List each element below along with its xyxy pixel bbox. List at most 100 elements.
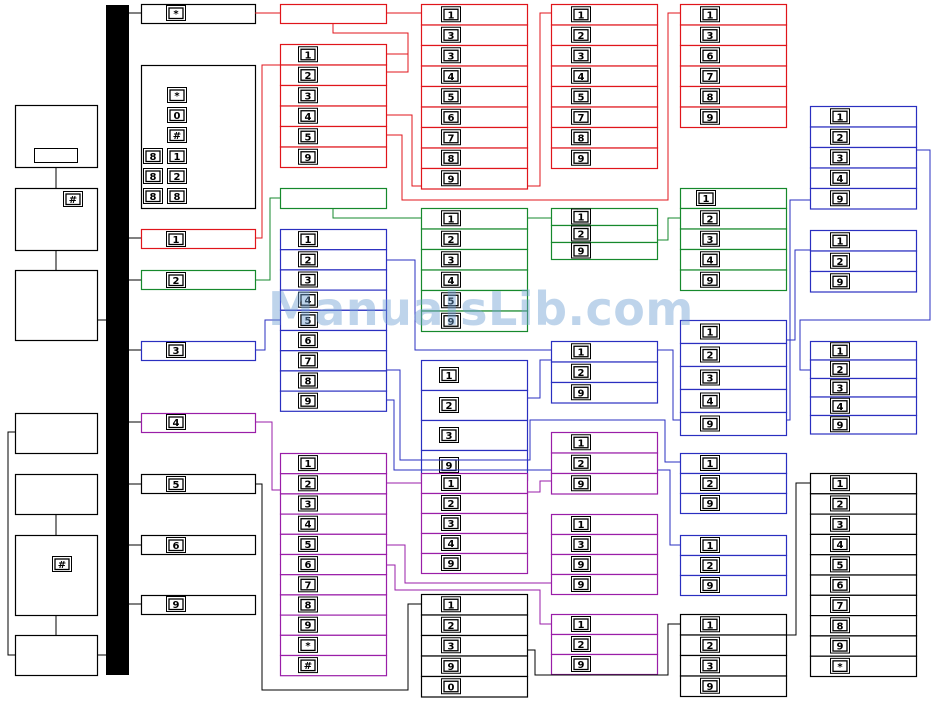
menu-row [279,64,388,87]
menu-row [550,381,659,404]
svg-text:9: 9 [707,499,714,510]
svg-text:0: 0 [448,682,455,693]
digit-3-key-icon: 3 [700,657,720,674]
svg-text:1: 1 [578,438,585,449]
digit-9-key-icon: 9 [571,556,591,572]
menu-row [550,241,659,261]
menu-row [809,126,918,149]
digit-3-key-icon: 3 [441,637,461,654]
svg-text:5: 5 [578,92,585,103]
menu-row [279,289,388,311]
svg-text:*: * [837,662,843,673]
svg-text:9: 9 [173,600,180,611]
digit-5-key-icon: 5 [298,311,318,328]
connector-line [255,319,280,351]
digit-9-key-icon: 9 [700,271,720,288]
digit-2-key-icon: 2 [441,616,461,633]
digit-8-key-icon: 8 [143,148,163,164]
menu-1-box [140,228,257,250]
svg-text:3: 3 [837,153,844,164]
svg-text:7: 7 [578,113,585,124]
svg-text:3: 3 [837,383,844,394]
menu-row [809,146,918,169]
digit-4-key-icon: 4 [166,414,186,430]
svg-text:2: 2 [578,230,585,241]
svg-text:4: 4 [837,540,844,551]
menu-row [809,270,918,293]
menu-row [420,614,529,637]
svg-text:1: 1 [837,112,844,123]
digit-4-key-icon: 4 [830,536,850,553]
svg-text:5: 5 [448,296,455,307]
digit-1-key-icon: 1 [298,231,318,248]
menu-row [809,187,918,210]
digit-2-key-icon: 2 [571,636,591,652]
menu-row [679,248,788,271]
svg-text:2: 2 [707,561,714,572]
connector-line [386,12,680,201]
svg-text:2: 2 [578,640,585,651]
digit-6-key-icon: 6 [830,576,850,593]
menu-row [679,388,788,414]
menu-row [420,655,529,678]
menu-row [679,452,788,475]
menu-row [809,396,918,417]
svg-text:2: 2 [837,133,844,144]
menu-row [279,473,388,495]
star-key-icon: * [167,87,187,103]
menu-row [679,228,788,251]
menu-row [420,207,529,230]
menu-row [550,613,659,636]
menu-row [809,635,918,657]
menu-row [679,654,788,677]
svg-text:9: 9 [578,660,585,671]
digit-1-key-icon: 1 [298,455,318,472]
svg-text:8: 8 [448,154,455,165]
menu-row [550,147,659,170]
svg-text:3: 3 [305,276,312,287]
digit-9-key-icon: 9 [298,392,318,409]
menu-row [809,105,918,128]
svg-text:2: 2 [578,31,585,42]
svg-text:9: 9 [448,559,455,570]
svg-text:8: 8 [150,152,157,163]
digit-2-key-icon: 2 [830,495,850,512]
digit-8-key-icon: 8 [830,617,850,634]
svg-text:8: 8 [174,192,181,203]
svg-text:3: 3 [448,51,455,62]
hash-entry-box [14,187,99,252]
menu-4-box [140,412,257,434]
menu-spine-bar [106,5,129,675]
menu-3-box [140,340,257,362]
svg-text:9: 9 [837,642,844,653]
svg-text:2: 2 [707,641,714,652]
menu-row [279,614,388,636]
svg-text:2: 2 [578,459,585,470]
digit-2-key-icon: 2 [298,66,318,83]
main-menu-box [14,269,99,342]
menu-row [420,512,529,535]
connector-line [786,482,810,636]
menu-row [279,574,388,596]
connector-line [332,23,409,73]
menu-row [550,44,659,67]
digit-9-key-icon: 9 [298,148,318,165]
svg-text:1: 1 [837,236,844,247]
menu-row [279,634,388,657]
digit-3-key-icon: 3 [700,26,720,43]
digit-2-key-icon: 2 [830,360,850,377]
display-field [34,148,78,163]
menu-row [279,452,388,475]
digit-1-key-icon: 1 [571,343,591,360]
menu-row [550,65,659,88]
digit-3-key-icon: 3 [441,26,461,43]
svg-text:9: 9 [578,388,585,399]
connector-line [527,359,551,399]
menu-row [809,594,918,617]
connector-line [527,480,551,493]
digit-4-key-icon: 4 [441,67,461,84]
digit-9-key-icon: 9 [571,384,591,401]
menu-5-box [140,473,257,495]
svg-text:#: # [58,560,66,571]
